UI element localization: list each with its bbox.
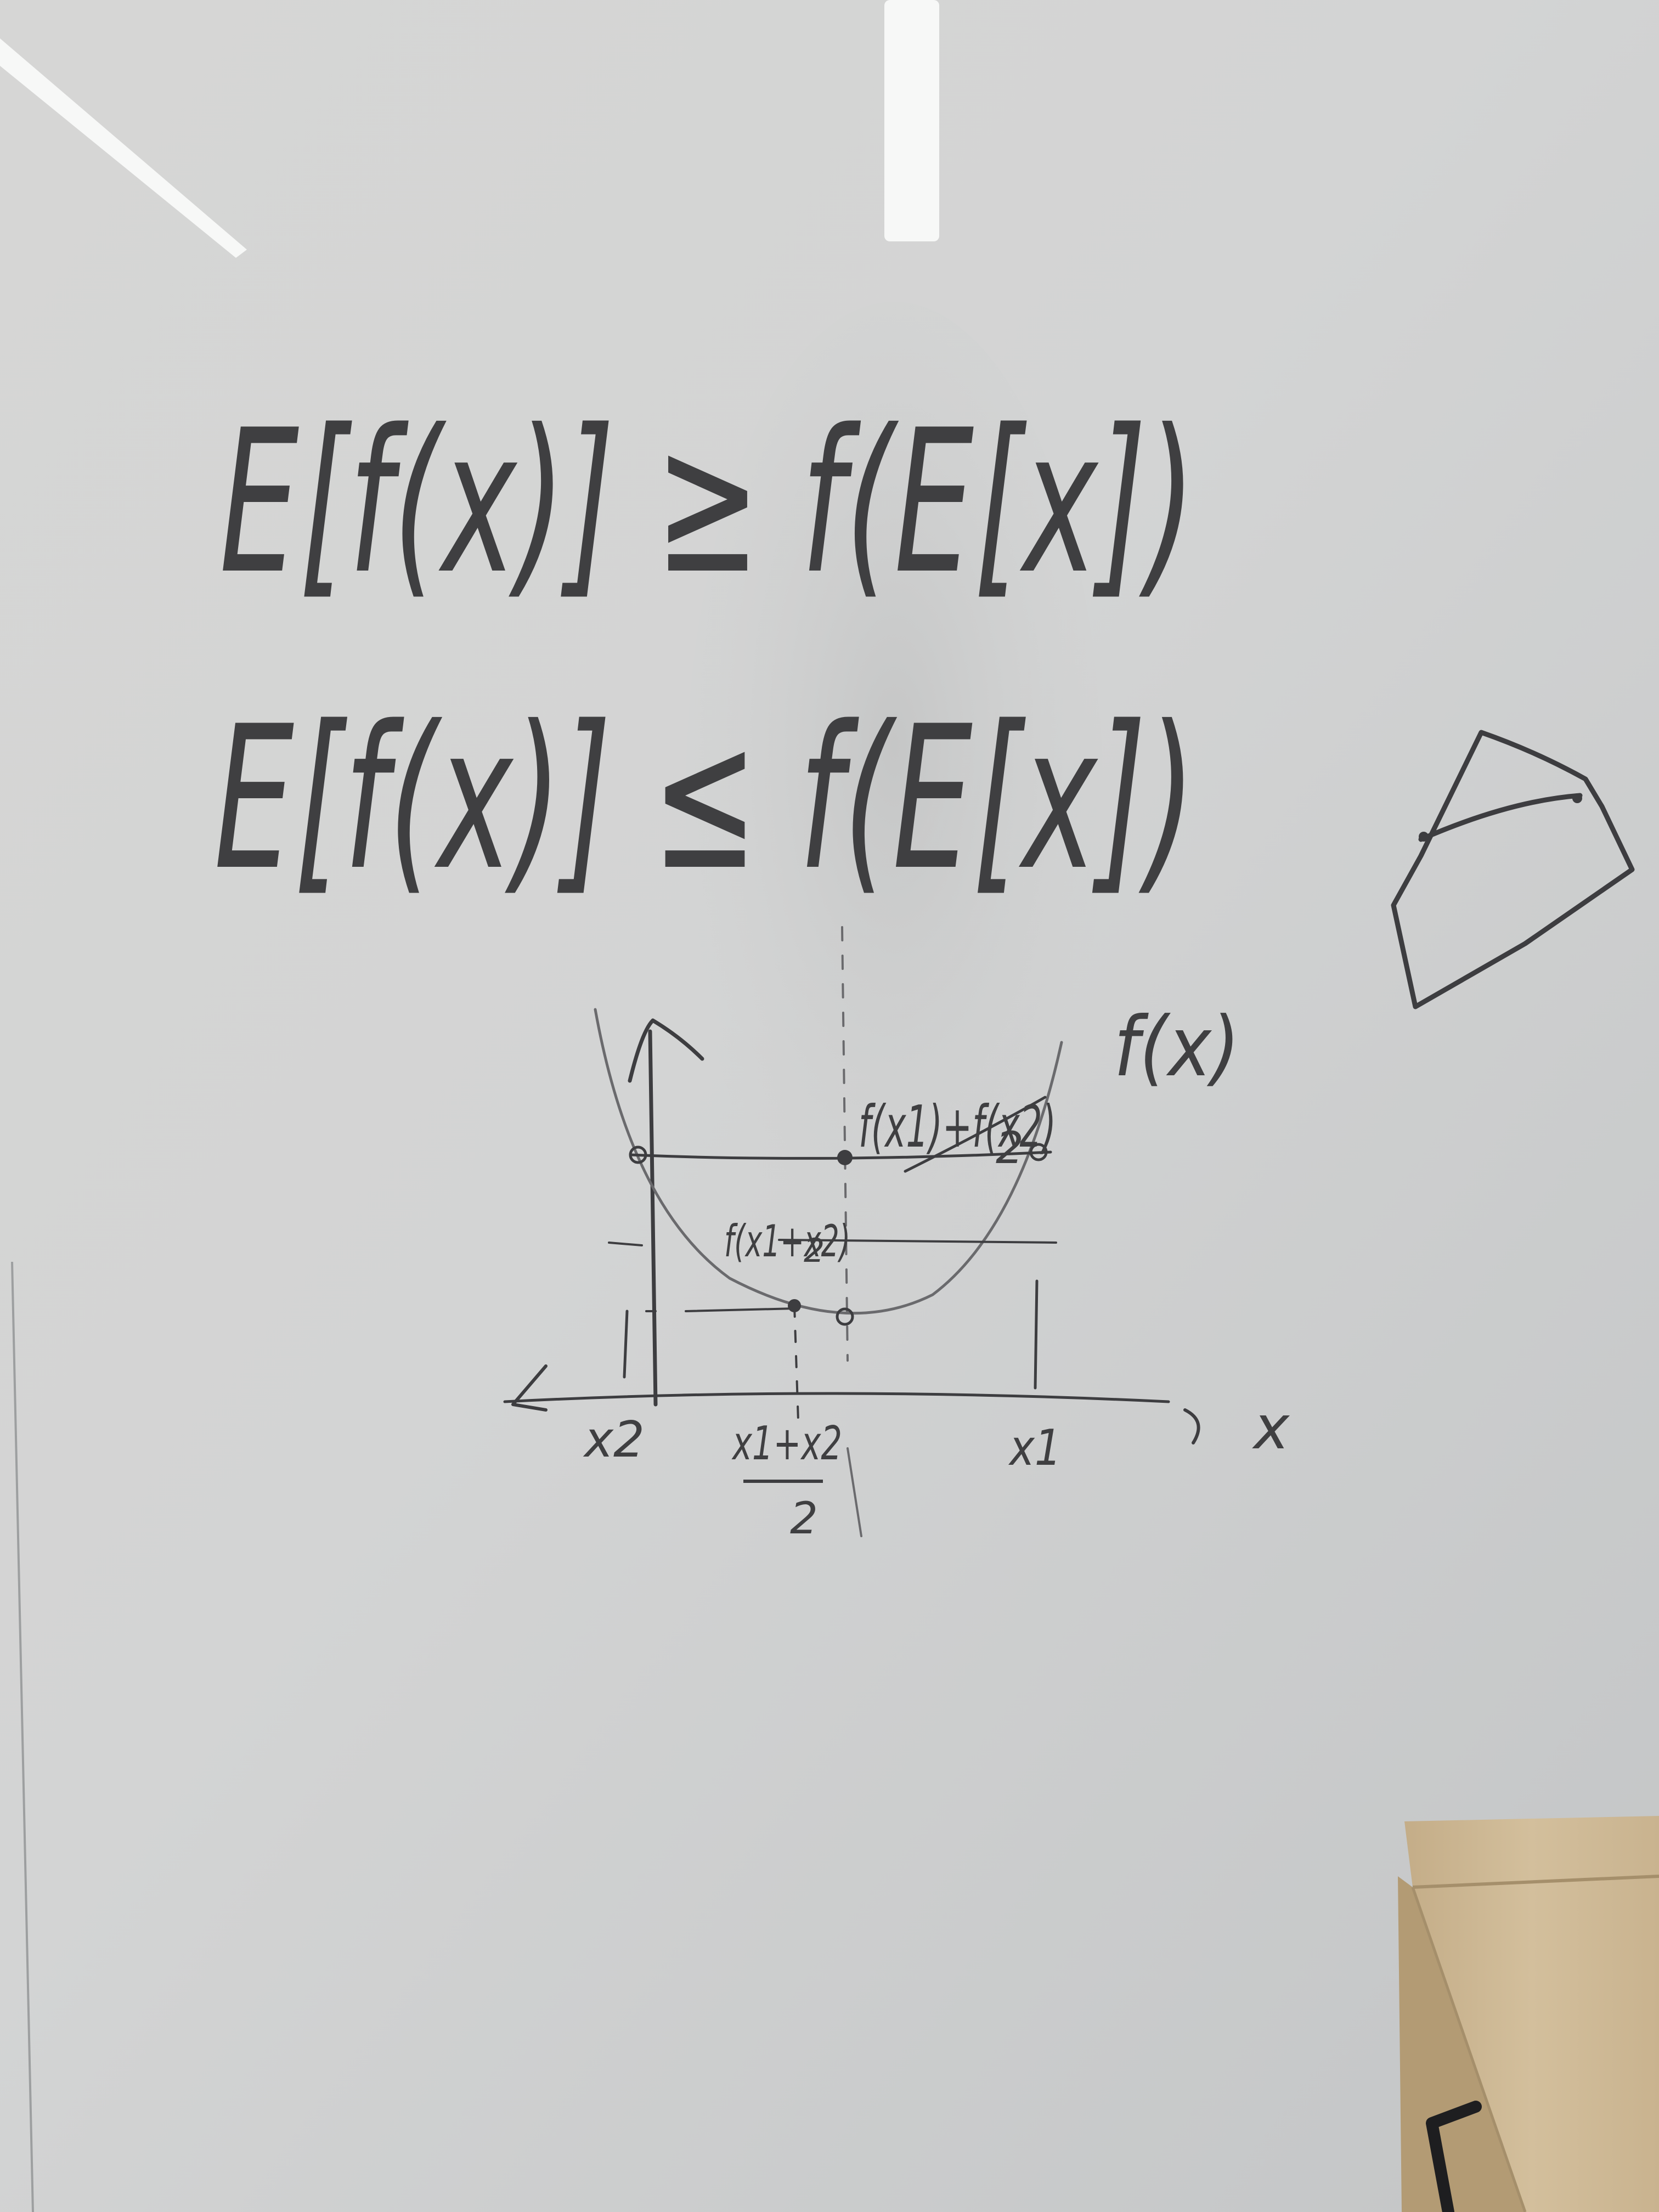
x2-label: x2 <box>583 1411 645 1469</box>
midpoint-dashed-line <box>793 1305 799 1422</box>
cabinet-handle <box>1426 2101 1482 2212</box>
equation-2-text: E[f(x)] ≤ f(E[x]) <box>214 684 1196 913</box>
x-axis-left-arrow <box>511 1364 548 1412</box>
board-left-edge <box>11 1261 34 2212</box>
chord <box>629 1150 1052 1160</box>
point-x2-curve <box>629 1146 647 1164</box>
wooden-cabinet <box>1398 1816 1659 2212</box>
y-axis-arrow <box>628 1018 704 1083</box>
midpoint-numerator-label: x1+x2 <box>731 1417 842 1471</box>
x-axis <box>503 1392 1170 1403</box>
midpoint-value-label: f(x1+x2) <box>724 1216 850 1267</box>
equation-2: E[f(x)] ≤ f(E[x]) <box>214 684 1196 913</box>
light-reflection-left <box>0 38 247 258</box>
point-curve-mid <box>836 1307 854 1326</box>
midpoint-denominator-label: 2 <box>790 1493 818 1544</box>
y-axis <box>648 1029 658 1407</box>
x1-label: x1 <box>1008 1419 1062 1477</box>
curve-label: f(x) <box>1114 1000 1240 1095</box>
x2-tick <box>623 1310 629 1379</box>
chord-label-stroke <box>904 1096 1047 1173</box>
mid-line <box>778 1239 1057 1244</box>
midpoint-value-denominator: 2 <box>804 1232 825 1270</box>
center-lower-line <box>847 1447 862 1537</box>
chord-label: f(x1)+f(x2) <box>859 1093 1056 1160</box>
point-midpoint <box>788 1299 801 1312</box>
y-tick-upper <box>608 1242 643 1246</box>
equation-1: E[f(x)] ≥ f(E[x]) <box>219 387 1196 617</box>
reflection-silhouette <box>686 302 1103 1289</box>
x1-tick <box>1034 1279 1039 1390</box>
point-x1-curve <box>1029 1143 1048 1161</box>
convex-function-graph <box>503 926 1200 1537</box>
equation-1-text: E[f(x)] ≥ f(E[x]) <box>219 387 1196 617</box>
x-axis-label: x <box>1252 1392 1290 1463</box>
quadrilateral-sketch <box>1391 730 1635 1009</box>
lower-line <box>685 1307 797 1312</box>
light-reflection-center <box>884 0 939 241</box>
chord-label-denominator: 2 <box>996 1122 1024 1173</box>
x-axis-right-arrow <box>1183 1408 1200 1444</box>
point-chord-mid <box>837 1150 853 1165</box>
